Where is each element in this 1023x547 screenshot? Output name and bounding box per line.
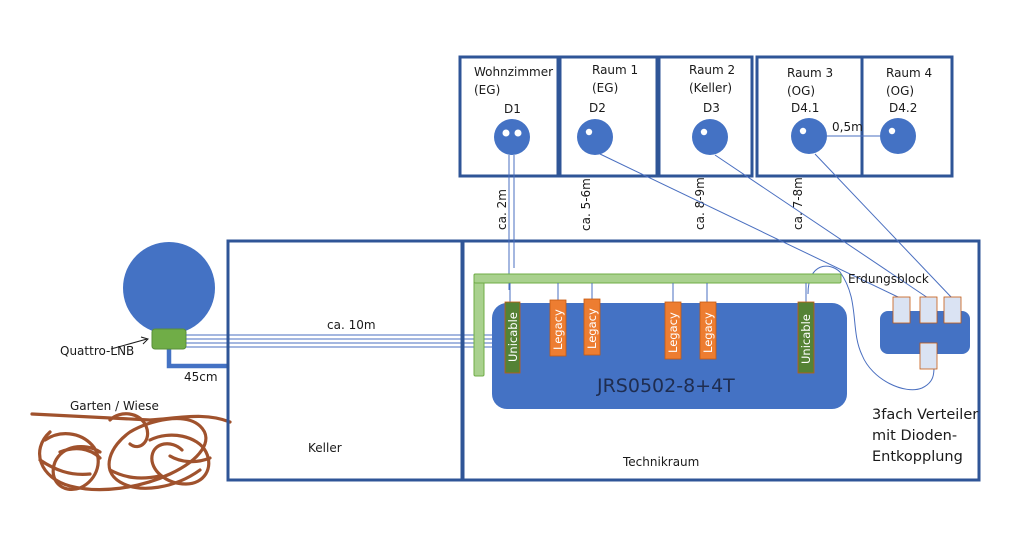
mast-length-label: 45cm [184,370,218,384]
port-legacy-2: Legacy [583,298,601,356]
room-floor-raum-1: (EG) [592,81,618,95]
socket-d4-1 [791,118,827,154]
cable-length-d4: ca. 7-8m [791,177,805,230]
garden-label: Garten / Wiese [70,399,159,413]
feed-length-label: ca. 10m [327,318,376,332]
port-unicable-1: Unicable [504,301,521,374]
port-label: Unicable [506,312,520,362]
splitter-label-line-3: Entkopplung [872,449,963,465]
lnb-arrow [110,338,148,350]
port-unicable-2: Unicable [797,301,815,374]
splitter-label-line-2: mit Dioden- [872,428,957,444]
splitter-input [919,342,938,370]
port-legacy-3: Legacy [664,301,682,360]
socket-label-d3: D3 [703,101,720,115]
keller-label: Keller [308,441,342,455]
splitter-output-3 [943,296,962,324]
link-length-label: 0,5m [832,120,863,134]
room-technikraum [461,239,981,482]
splitter-output-2 [919,296,938,324]
room-raum-4 [860,55,954,178]
grounding-label: Erdungsblock [848,272,929,286]
room-name-wohnzimmer: Wohnzimmer [474,65,553,79]
room-floor-raum-3: (OG) [787,84,815,98]
port-label: Legacy [666,312,680,353]
socket-d3 [692,119,728,155]
port-label: Legacy [585,308,599,349]
room-name-raum-4: Raum 4 [886,66,932,80]
room-raum-1 [558,55,659,178]
splitter-label-line-1: 3fach Verteiler [872,407,978,423]
socket-d1 [494,119,530,155]
room-floor-raum-4: (OG) [886,84,914,98]
port-legacy-4: Legacy [699,301,717,360]
socket-label-d1: D1 [504,102,521,116]
room-raum-2 [657,55,754,178]
port-label: Unicable [799,314,813,364]
port-label: Legacy [551,309,565,350]
splitter-output-1 [892,296,911,324]
multiswitch-model: JRS0502-8+4T [596,375,735,397]
arrow-head-icon [140,336,149,345]
quattro-lnb [151,328,187,350]
port-label: Legacy [701,312,715,353]
socket-label-d4-1: D4.1 [791,101,819,115]
port-drops [509,283,807,302]
ground-bar-horizontal [473,273,842,284]
feed-cables [186,334,508,348]
ground-bar-vertical [473,273,485,377]
room-name-raum-3: Raum 3 [787,66,833,80]
room-name-raum-1: Raum 1 [592,63,638,77]
room-cables [508,153,953,391]
room-name-raum-2: Raum 2 [689,63,735,77]
garden-scribble [30,412,232,492]
port-legacy-1: Legacy [549,299,567,357]
socket-d2 [577,119,613,155]
cable-length-d1: ca. 2m [495,189,509,230]
technikraum-label: Technikraum [622,455,699,469]
cable-length-d2: ca. 5-6m [579,178,593,231]
room-floor-raum-2: (Keller) [689,81,732,95]
mast [166,345,228,369]
socket-label-d2: D2 [589,101,606,115]
room-floor-wohnzimmer: (EG) [474,83,500,97]
cable-length-d3: ca. 8-9m [693,177,707,230]
satellite-dish [123,242,215,334]
socket-d4-2 [880,118,916,154]
room-keller [226,239,464,482]
socket-label-d4-2: D4.2 [889,101,917,115]
